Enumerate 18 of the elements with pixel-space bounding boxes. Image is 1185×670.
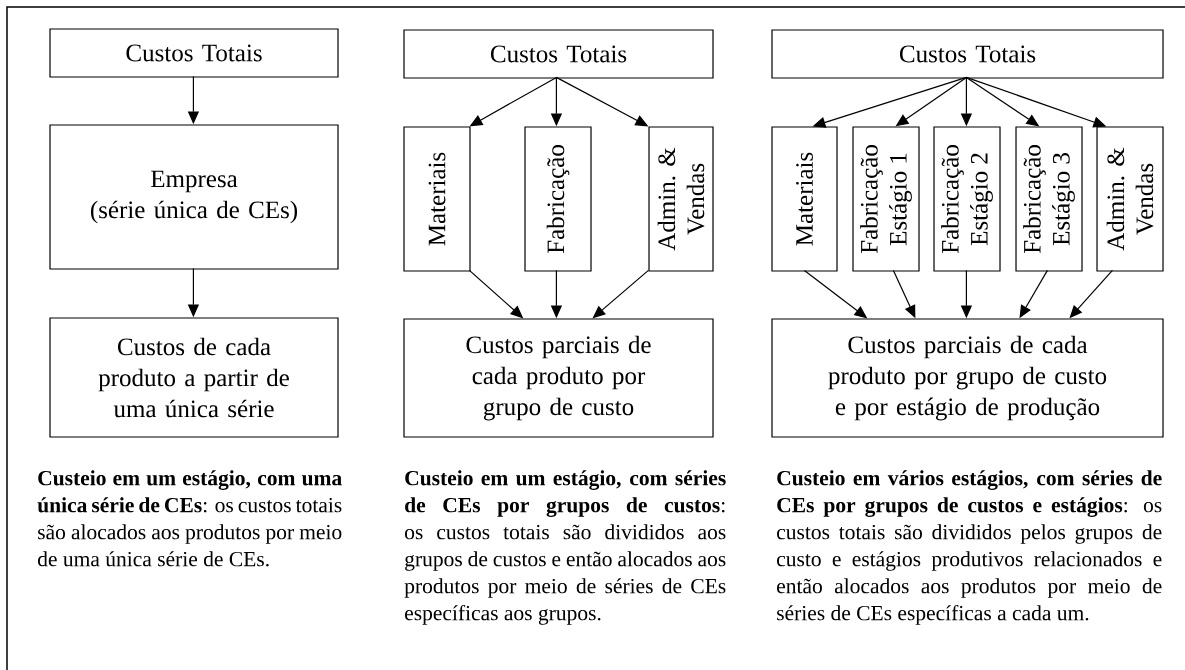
process-box: Admin. & Vendas bbox=[1096, 126, 1164, 272]
process-box: Materiais bbox=[771, 126, 838, 272]
process-box: Custos de cada produto a partir de uma única série bbox=[49, 317, 339, 438]
description-text: Custeio em vários estágios, com séries de CEs por grupos de custos e estágios: os custos totais são divididos pelos grupos de custo e estágios produtivos relacionados e então alocados aos produtos por meio de séries de CEs específicas a cada um. bbox=[777, 470, 1162, 625]
description-text: Custeio em um estágio, com uma única série de CEs: os custos totais são alocados aos produtos por meio de uma única série de CEs. bbox=[37, 470, 342, 567]
process-box: Custos parciais de cada produto por grupo de custo bbox=[403, 318, 714, 438]
process-box: Materiais bbox=[403, 126, 471, 272]
process-box: Empresa (série única de CEs) bbox=[49, 124, 339, 270]
process-box: Admin. & Vendas bbox=[648, 126, 714, 272]
description-text: Custeio em um estágio, com séries de CEs por grupos de custos: os custos totais são divididos aos grupos de custos e então alocados aos produtos por meio de séries de CEs específicas aos grupos. bbox=[404, 470, 726, 625]
process-box: Fabricação bbox=[524, 126, 592, 272]
process-box: Custos Totais bbox=[403, 29, 714, 79]
process-box: Fabricação Estágio 1 bbox=[852, 126, 920, 272]
process-box: Fabricação Estágio 3 bbox=[1015, 126, 1083, 272]
process-box: Custos parciais de cada produto por grupo de custo e por estágio de produção bbox=[771, 318, 1164, 438]
process-box: Custos Totais bbox=[771, 29, 1164, 79]
process-box: Custos Totais bbox=[49, 28, 339, 78]
process-box: Fabricação Estágio 2 bbox=[933, 126, 1001, 272]
